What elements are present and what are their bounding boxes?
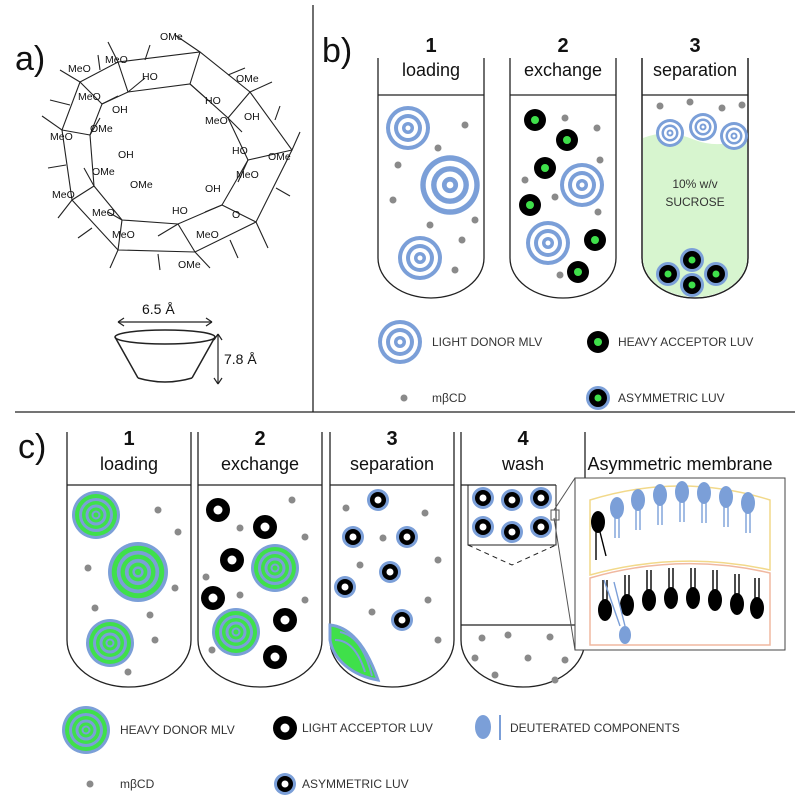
step-number: 3 — [386, 428, 397, 450]
label-meo: MeO — [205, 115, 228, 127]
legend-mbcd-c: mβCD — [86, 777, 155, 791]
cone-height-label: 7.8 Å — [224, 351, 257, 367]
step-number: 1 — [425, 35, 436, 57]
tube-b1: 1 loading — [377, 35, 485, 299]
svg-text:DEUTERATED COMPONENTS: DEUTERATED COMPONENTS — [510, 721, 680, 735]
label-o: O — [232, 209, 240, 221]
label-ho: HO — [205, 95, 221, 107]
step-name: wash — [501, 454, 544, 474]
inset-title: Asymmetric membrane — [587, 454, 772, 474]
cone-width-label: 6.5 Å — [142, 301, 175, 317]
svg-text:ASYMMETRIC LUV: ASYMMETRIC LUV — [302, 777, 409, 791]
legend-light-acceptor-luv: LIGHT ACCEPTOR LUV — [273, 716, 433, 740]
sucrose-label-line2: SUCROSE — [665, 195, 724, 209]
svg-text:mβCD: mβCD — [432, 391, 467, 405]
legend-b: LIGHT DONOR MLV HEAVY ACCEPTOR LUV mβCD … — [378, 320, 753, 410]
tube-b2: 2 exchange — [509, 35, 617, 299]
step-name: loading — [100, 454, 158, 474]
step-name: separation — [653, 60, 737, 80]
legend-deuterated-components: DEUTERATED COMPONENTS — [475, 715, 680, 740]
label-ome: OMe — [92, 166, 115, 178]
inner-leaflet — [597, 567, 765, 644]
label-oh: OH — [205, 183, 221, 195]
tube-c2: 2 exchange — [197, 428, 323, 688]
panel-label-c: c) — [18, 428, 46, 466]
label-oh: OH — [244, 111, 260, 123]
sucrose-layer — [643, 133, 747, 297]
step-number: 3 — [689, 35, 700, 57]
step-number: 2 — [254, 428, 265, 450]
tube-c1: 1 loading — [66, 428, 192, 688]
legend-heavy-acceptor-luv: HEAVY ACCEPTOR LUV — [587, 331, 753, 353]
label-ho: HO — [232, 145, 248, 157]
outer-leaflet — [591, 480, 756, 560]
step-number: 1 — [123, 428, 134, 450]
zoom-box — [550, 509, 560, 521]
label-meo: MeO — [52, 189, 75, 201]
panel-label-a: a) — [15, 40, 45, 78]
label-meo: MeO — [92, 207, 115, 219]
label-ome: OMe — [160, 31, 183, 43]
legend-asymmetric-luv-b: ASYMMETRIC LUV — [586, 386, 725, 410]
label-oh: OH — [112, 104, 128, 116]
panel-label-b: b) — [322, 32, 352, 70]
label-ho: HO — [142, 71, 158, 83]
label-meo: MeO — [112, 229, 135, 241]
step-number: 2 — [557, 35, 568, 57]
label-meo: MeO — [78, 91, 101, 103]
svg-text:HEAVY DONOR MLV: HEAVY DONOR MLV — [120, 723, 235, 737]
tube-b3: 3 separation 10% w/v SUCROSE — [641, 35, 749, 299]
asymmetric-membrane-inset: Asymmetric membrane — [574, 454, 786, 651]
zoom-lines — [553, 477, 576, 651]
legend-light-donor-mlv: LIGHT DONOR MLV — [378, 320, 542, 364]
step-name: exchange — [524, 60, 602, 80]
svg-text:HEAVY ACCEPTOR LUV: HEAVY ACCEPTOR LUV — [618, 335, 753, 349]
legend-c: HEAVY DONOR MLV LIGHT ACCEPTOR LUV DEUTE… — [62, 706, 680, 795]
cone-dimensions: 6.5 Å 7.8 Å — [114, 301, 257, 385]
svg-text:LIGHT ACCEPTOR LUV: LIGHT ACCEPTOR LUV — [302, 721, 433, 735]
step-name: separation — [350, 454, 434, 474]
label-meo: MeO — [68, 63, 91, 75]
legend-heavy-donor-mlv: HEAVY DONOR MLV — [62, 706, 235, 754]
svg-text:ASYMMETRIC LUV: ASYMMETRIC LUV — [618, 391, 725, 405]
label-ome: OMe — [178, 259, 201, 271]
label-ome: OMe — [90, 123, 113, 135]
svg-text:mβCD: mβCD — [120, 777, 155, 791]
label-meo: MeO — [196, 229, 219, 241]
step-name: loading — [402, 60, 460, 80]
label-ome: OMe — [236, 73, 259, 85]
label-ome: OMe — [268, 151, 291, 163]
label-meo: MeO — [105, 54, 128, 66]
tube-c3: 3 separation — [328, 428, 455, 688]
cyclodextrin-structure: OMe MeO HO OMe MeO MeO OH HO MeO OH OMe … — [41, 31, 301, 271]
svg-text:LIGHT DONOR MLV: LIGHT DONOR MLV — [432, 335, 542, 349]
label-ome: OMe — [130, 179, 153, 191]
tube-c4: 4 wash — [460, 428, 586, 688]
label-meo: MeO — [50, 131, 73, 143]
legend-mbcd-b: mβCD — [400, 391, 467, 405]
legend-asymmetric-luv-c: ASYMMETRIC LUV — [274, 773, 409, 795]
step-number: 4 — [517, 428, 529, 450]
label-meo: MeO — [236, 169, 259, 181]
sucrose-label-line1: 10% w/v — [672, 177, 717, 191]
label-oh: OH — [118, 149, 134, 161]
step-name: exchange — [221, 454, 299, 474]
label-ho: HO — [172, 205, 188, 217]
